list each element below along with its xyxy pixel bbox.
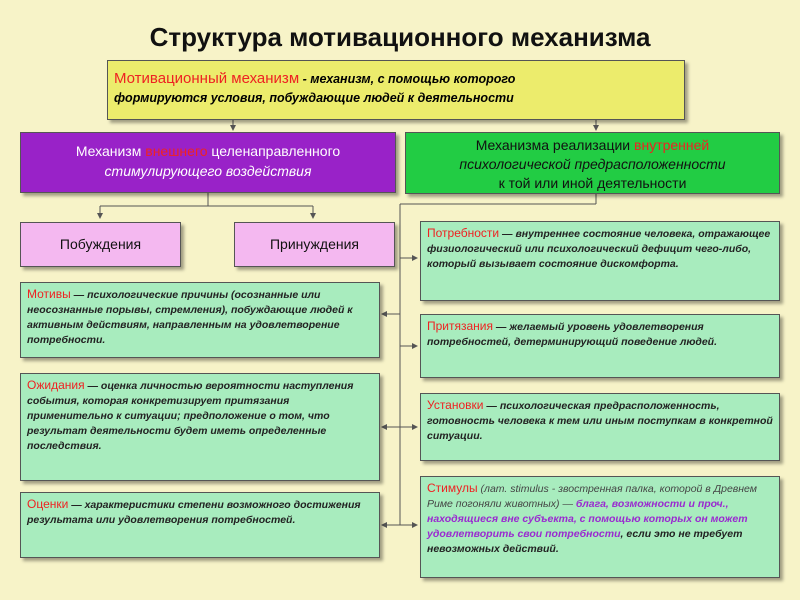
external-part1: Механизм — [75, 143, 146, 159]
external-highlight: внешнего — [145, 143, 208, 159]
term-attitudes: Установки — [427, 398, 484, 412]
evaluations-box: Оценки — характеристики степени возможно… — [20, 492, 380, 558]
attitudes-box: Установки — психологическая предрасполож… — [420, 393, 780, 461]
internal-highlight: внутренней — [634, 137, 710, 153]
external-part2: целенаправленного — [207, 143, 341, 159]
term-evaluations: Оценки — [27, 497, 69, 511]
external-mechanism-box: Механизм внешнего целенаправленного стим… — [20, 132, 396, 193]
needs-box: Потребности — внутреннее состояние челов… — [420, 221, 780, 301]
term-claims: Притязания — [427, 319, 493, 333]
needs-text: — внутреннее состояние человека, отражаю… — [427, 228, 771, 270]
stimuli-definition: блага, возможности и проч., находящиеся … — [427, 498, 748, 540]
internal-mechanism-box: Механизма реализации внутренней психолог… — [405, 132, 780, 194]
evaluations-text: — характеристики степени возможного дост… — [27, 499, 361, 526]
stimuli-tail: , если это не требует невозможных действ… — [427, 528, 743, 555]
term-motivational-mechanism: Мотивационный механизм — [114, 70, 300, 87]
term-expectations: Ожидания — [27, 378, 85, 392]
incentives-box: Побуждения — [20, 222, 181, 267]
internal-line2: психологической предрасположенности — [459, 156, 726, 172]
expectations-text: — оценка личностью вероятности наступлен… — [27, 380, 354, 452]
definition-part-1: - механизм, с помощью которого — [299, 72, 516, 86]
external-line2: стимулирующего воздействия — [104, 163, 312, 179]
coercion-box: Принуждения — [234, 222, 395, 267]
definition-part-2: формируются условия, побуждающие людей к… — [114, 91, 514, 105]
term-needs: Потребности — [427, 226, 500, 240]
attitudes-text: — психологическая предрасположенность, г… — [427, 400, 773, 442]
page-title: Структура мотивационного механизма — [149, 22, 651, 52]
expectations-box: Ожидания — оценка личностью вероятности … — [20, 373, 380, 481]
claims-text: — желаемый уровень удовлетворения потреб… — [427, 321, 717, 348]
term-motives: Мотивы — [27, 287, 71, 301]
internal-line3: к той или иной деятельности — [498, 175, 687, 191]
term-stimuli: Стимулы — [427, 481, 478, 495]
motives-text: — психологические причины (осознанные ил… — [27, 289, 353, 346]
motivational-mechanism-box: Мотивационный механизм - механизм, с пом… — [107, 60, 685, 120]
internal-part1: Механизма реализации — [475, 137, 635, 153]
stimuli-box: Стимулы (лат. stimulus - звостренная пал… — [420, 476, 780, 578]
stimuli-latin: (лат. stimulus - звостренная палка, кото… — [427, 483, 757, 510]
claims-box: Притязания — желаемый уровень удовлетвор… — [420, 314, 780, 378]
motives-box: Мотивы — психологические причины (осозна… — [20, 282, 380, 358]
